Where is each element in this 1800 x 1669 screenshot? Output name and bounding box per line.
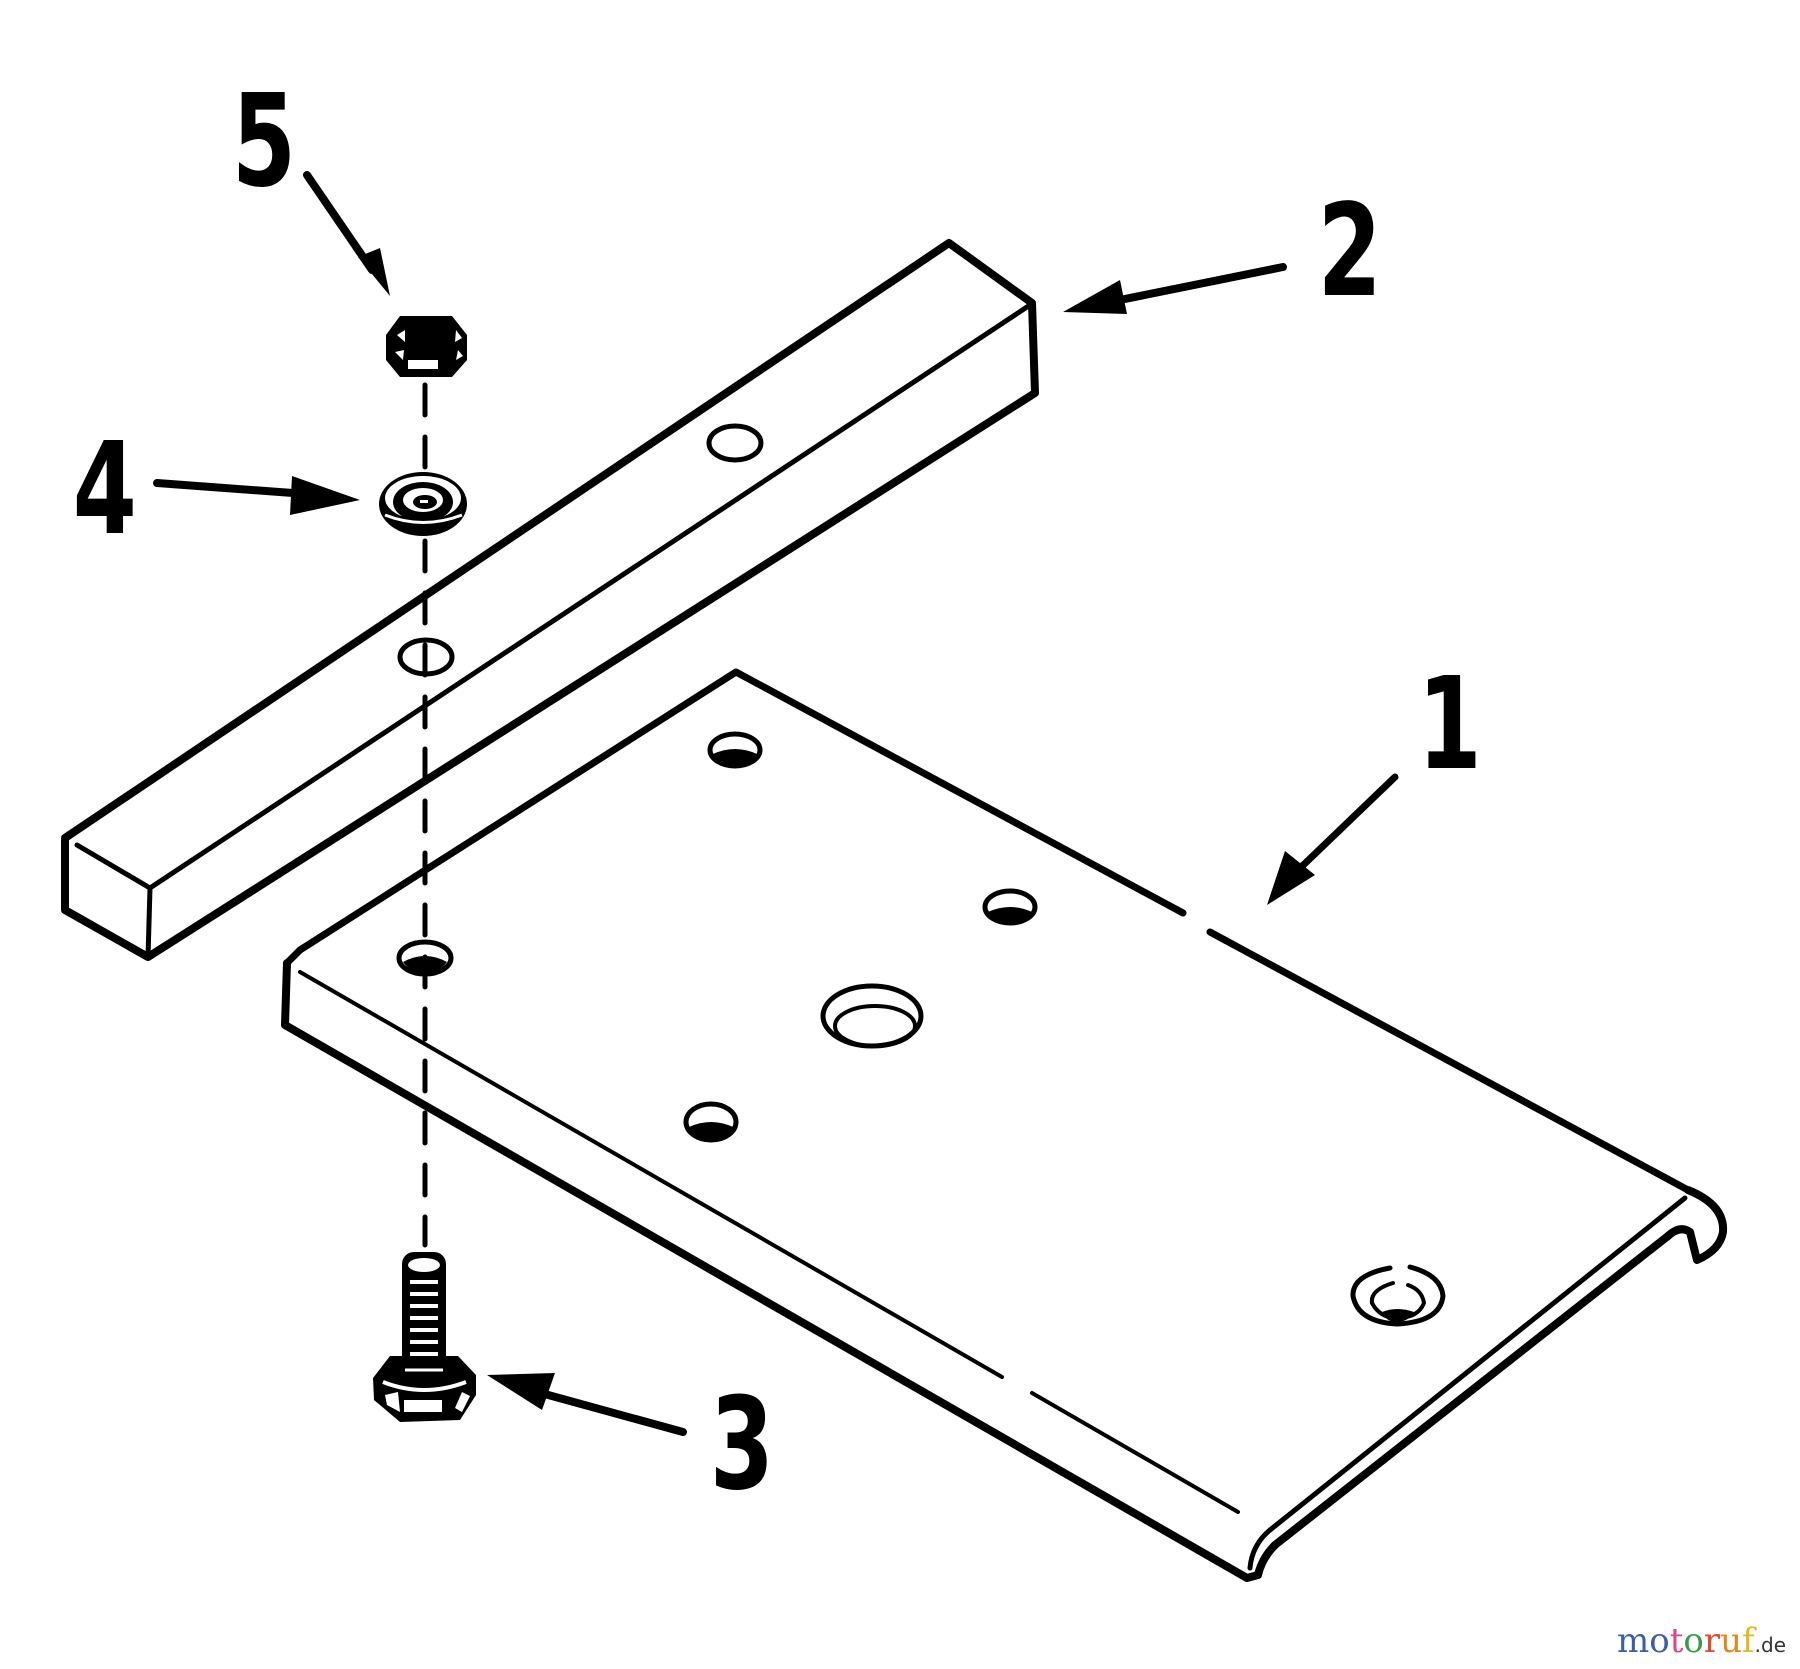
plate-hole-countersunk bbox=[1350, 1264, 1446, 1327]
callout-arrow-4 bbox=[153, 476, 360, 515]
callout-arrow-5 bbox=[303, 171, 390, 296]
motoruf-watermark: motoruf.de bbox=[1617, 1621, 1786, 1661]
part-1-plate[interactable] bbox=[281, 668, 1728, 1582]
callout-number-5: 5 bbox=[232, 67, 296, 216]
plate-hole-3 bbox=[982, 888, 1038, 926]
part-5-hex-nut[interactable] bbox=[386, 316, 467, 377]
callout-arrow-1 bbox=[1267, 773, 1399, 905]
watermark-letter: o bbox=[1649, 1621, 1670, 1661]
bar-hole-1 bbox=[706, 423, 764, 463]
callout-number-4: 4 bbox=[73, 415, 137, 564]
watermark-letter: o bbox=[1683, 1621, 1704, 1661]
watermark-suffix: .de bbox=[1754, 1633, 1786, 1657]
callout-number-1: 1 bbox=[1418, 650, 1482, 799]
watermark-letter: u bbox=[1720, 1621, 1743, 1661]
watermark-letter: m bbox=[1616, 1621, 1650, 1661]
callout-number-3: 3 bbox=[710, 1370, 774, 1519]
part-4-lock-washer[interactable] bbox=[379, 472, 467, 536]
watermark-brand: motoruf bbox=[1617, 1621, 1755, 1661]
part-2-bar[interactable] bbox=[61, 239, 1039, 961]
plate-hole-large bbox=[820, 983, 924, 1049]
part-3-hex-bolt[interactable] bbox=[373, 1252, 476, 1422]
plate-hole-2 bbox=[707, 731, 763, 769]
watermark-letter: r bbox=[1703, 1621, 1721, 1661]
callout-arrow-2 bbox=[1063, 263, 1287, 314]
callout-number-2: 2 bbox=[1318, 177, 1382, 326]
watermark-letter: f bbox=[1742, 1621, 1755, 1661]
watermark-letter: t bbox=[1669, 1621, 1684, 1661]
callout-arrow-3 bbox=[487, 1373, 687, 1436]
plate-hole-4 bbox=[683, 1101, 739, 1143]
